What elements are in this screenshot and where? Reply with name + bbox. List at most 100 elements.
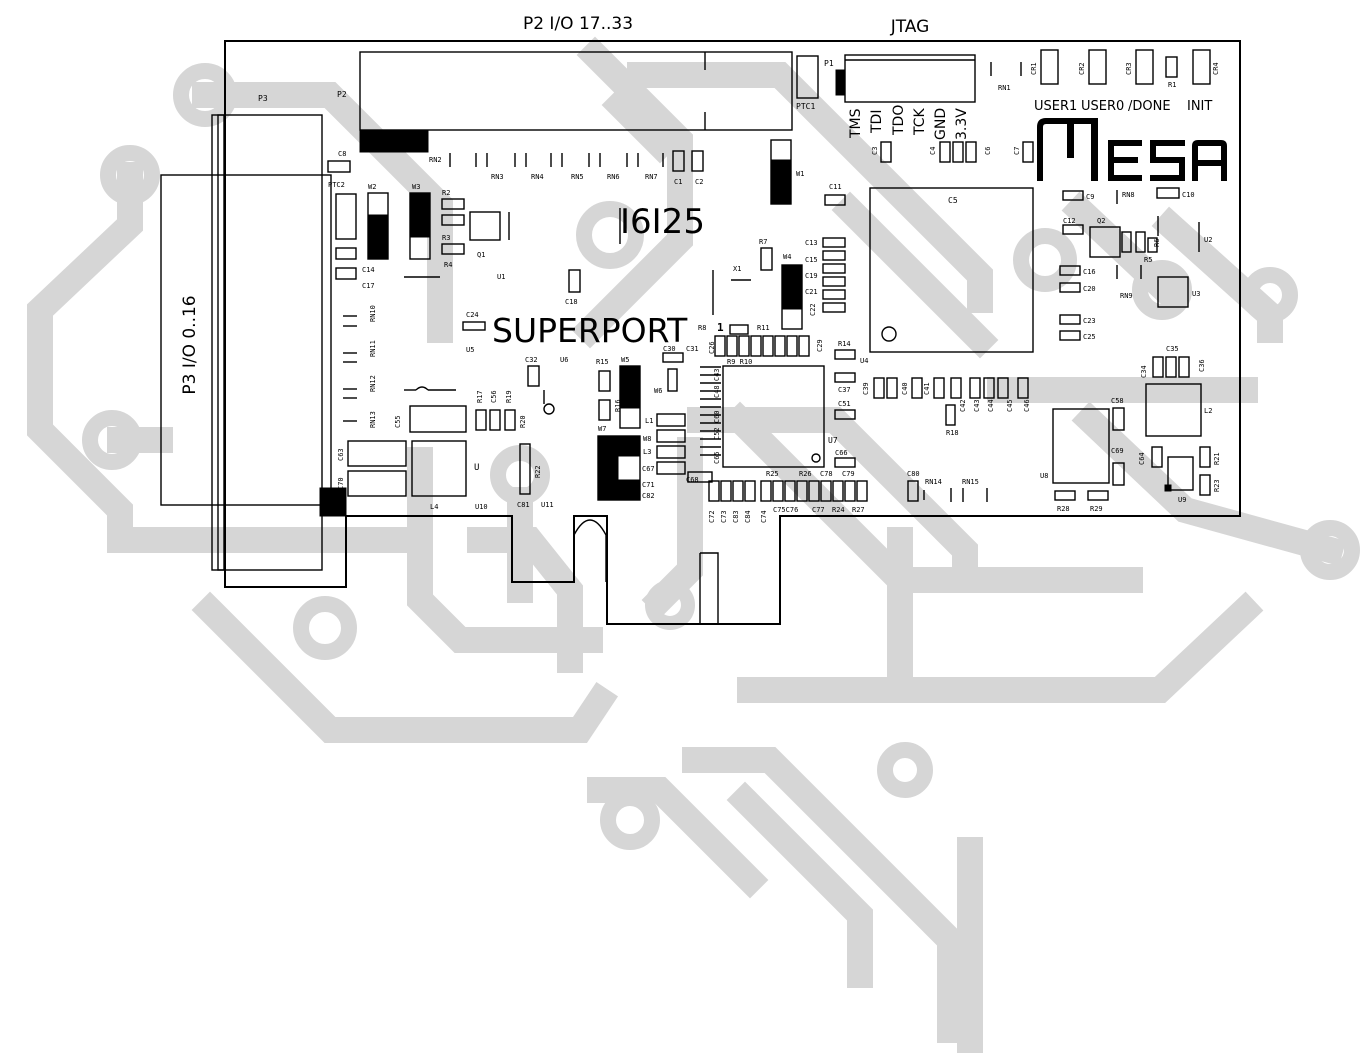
- p2-connector: [359, 51, 793, 153]
- refdes-r11: R11: [757, 324, 770, 332]
- refdes-c74: C74: [760, 510, 768, 523]
- pcie-key-notch: [573, 519, 607, 582]
- refdes-c4: C4: [929, 147, 937, 155]
- pin1-marker: 1: [717, 321, 724, 334]
- refdes-labels: PTC2 C8 W2 W3 R2 R3 R4 Q1 U1 C14 C17 RN1…: [328, 147, 1221, 523]
- refdes-c80: C80: [907, 470, 920, 478]
- refdes-q1: Q1: [477, 251, 485, 259]
- board-outline: [224, 40, 1241, 625]
- refdes-u8: U8: [1040, 472, 1048, 480]
- refdes-rn4: RN4: [531, 173, 544, 181]
- refdes-rn5: RN5: [571, 173, 584, 181]
- jumper-w2: [367, 192, 389, 260]
- refdes-c1: C1: [674, 178, 682, 186]
- refdes-c13: C13: [805, 239, 818, 247]
- refdes-r7: R7: [759, 238, 767, 246]
- refdes-w4: W4: [783, 253, 791, 261]
- refdes-c81: C81: [517, 501, 530, 509]
- jtag-header: [796, 54, 976, 103]
- refdes-c26: C26: [708, 341, 716, 354]
- refdes-c83: C83: [732, 510, 740, 523]
- refdes-r6: R6: [1153, 239, 1161, 247]
- refdes-c82: C82: [642, 492, 655, 500]
- refdes-c73: C73: [720, 510, 728, 523]
- refdes-l4: L4: [430, 503, 438, 511]
- refdes-r29: R29: [1090, 505, 1103, 513]
- key-slot: [700, 552, 719, 624]
- passive-components: [327, 141, 1211, 502]
- jtag-pin-tdi: TDI: [869, 110, 885, 134]
- refdes-rn10: RN10: [369, 305, 377, 322]
- refdes-rn14: RN14: [925, 478, 942, 486]
- refdes-c6: C6: [984, 147, 992, 155]
- refdes-c15: C15: [805, 256, 818, 264]
- refdes-c51: C51: [838, 400, 851, 408]
- refdes-c31: C31: [686, 345, 699, 353]
- refdes-c67: C67: [642, 465, 655, 473]
- jumper-w7: [597, 435, 641, 501]
- jumper-w1: [770, 139, 792, 205]
- refdes-c8: C8: [338, 150, 346, 158]
- refdes-c75c76: C75C76: [773, 506, 798, 514]
- refdes-r8: R8: [698, 324, 706, 332]
- refdes-r15: R15: [596, 358, 609, 366]
- refdes-u9: U9: [1178, 496, 1186, 504]
- resistor-networks: [343, 153, 1200, 502]
- refdes-r14: R14: [838, 340, 851, 348]
- refdes-l3: L3: [643, 448, 651, 456]
- refdes-r17: R17: [476, 390, 484, 403]
- refdes-c71: C71: [642, 481, 655, 489]
- led-label-init: INIT: [1187, 99, 1212, 114]
- refdes-c58: C58: [1111, 397, 1124, 405]
- refdes-c17: C17: [362, 282, 375, 290]
- refdes-c30: C30: [663, 345, 676, 353]
- refdes-rn13: RN13: [369, 411, 377, 428]
- refdes-r24: R24: [832, 506, 845, 514]
- refdes-c77: C77: [812, 506, 825, 514]
- refdes-c56: C56: [490, 390, 498, 403]
- mesa-logo: MESA: [1037, 118, 1227, 181]
- p2-connector-label: P2 I/O 17..33: [523, 14, 633, 34]
- refdes-r19: R19: [505, 390, 513, 403]
- refdes-w7: W7: [598, 425, 606, 433]
- u9-pin1-marker: [1164, 484, 1172, 492]
- refdes-r1: R1: [1168, 81, 1176, 89]
- refdes-w6: W6: [654, 387, 662, 395]
- refdes-c36: C36: [1198, 359, 1206, 372]
- refdes-c19: C19: [805, 272, 818, 280]
- refdes-w2: W2: [368, 183, 376, 191]
- refdes-cr1: CR1: [1030, 62, 1038, 75]
- refdes-cr2: CR2: [1078, 62, 1086, 75]
- refdes-r26: R26: [799, 470, 812, 478]
- refdes-c3: C3: [871, 147, 879, 155]
- refdes-rn8: RN8: [1122, 191, 1135, 199]
- refdes-c42: C42: [959, 399, 967, 412]
- status-leds: [990, 49, 1211, 85]
- refdes-c63: C63: [337, 448, 345, 461]
- refdes-r3: R3: [442, 234, 450, 242]
- p3-connector-label: P3 I/O 0..16: [180, 295, 200, 394]
- jtag-pin-gnd: GND: [933, 108, 949, 140]
- refdes-u11: U11: [541, 501, 554, 509]
- refdes-c55: C55: [394, 415, 402, 428]
- refdes-c32: C32: [525, 356, 538, 364]
- led-label-user0: USER0: [1081, 99, 1124, 114]
- refdes-c44: C44: [987, 399, 995, 412]
- jtag-pin-tck: TCK: [912, 107, 928, 136]
- refdes-c70: C70: [337, 477, 345, 490]
- refdes-rn9: RN9: [1120, 292, 1133, 300]
- refdes-c18: C18: [565, 298, 578, 306]
- refdes-rn1: RN1: [998, 84, 1011, 92]
- refdes-r5: R5: [1144, 256, 1152, 264]
- refdes-c12: C12: [1063, 217, 1076, 225]
- refdes-r4: R4: [444, 261, 452, 269]
- refdes-u4: U4: [860, 357, 868, 365]
- refdes-u3: U3: [1192, 290, 1200, 298]
- refdes-r2: R2: [442, 189, 450, 197]
- refdes-c78: C78: [820, 470, 833, 478]
- jumper-w4: [781, 264, 803, 330]
- refdes-c40: C40: [901, 382, 909, 395]
- refdes-r28: R28: [1057, 505, 1070, 513]
- board-model-text: I6I25: [620, 202, 705, 242]
- refdes-q2: Q2: [1097, 217, 1105, 225]
